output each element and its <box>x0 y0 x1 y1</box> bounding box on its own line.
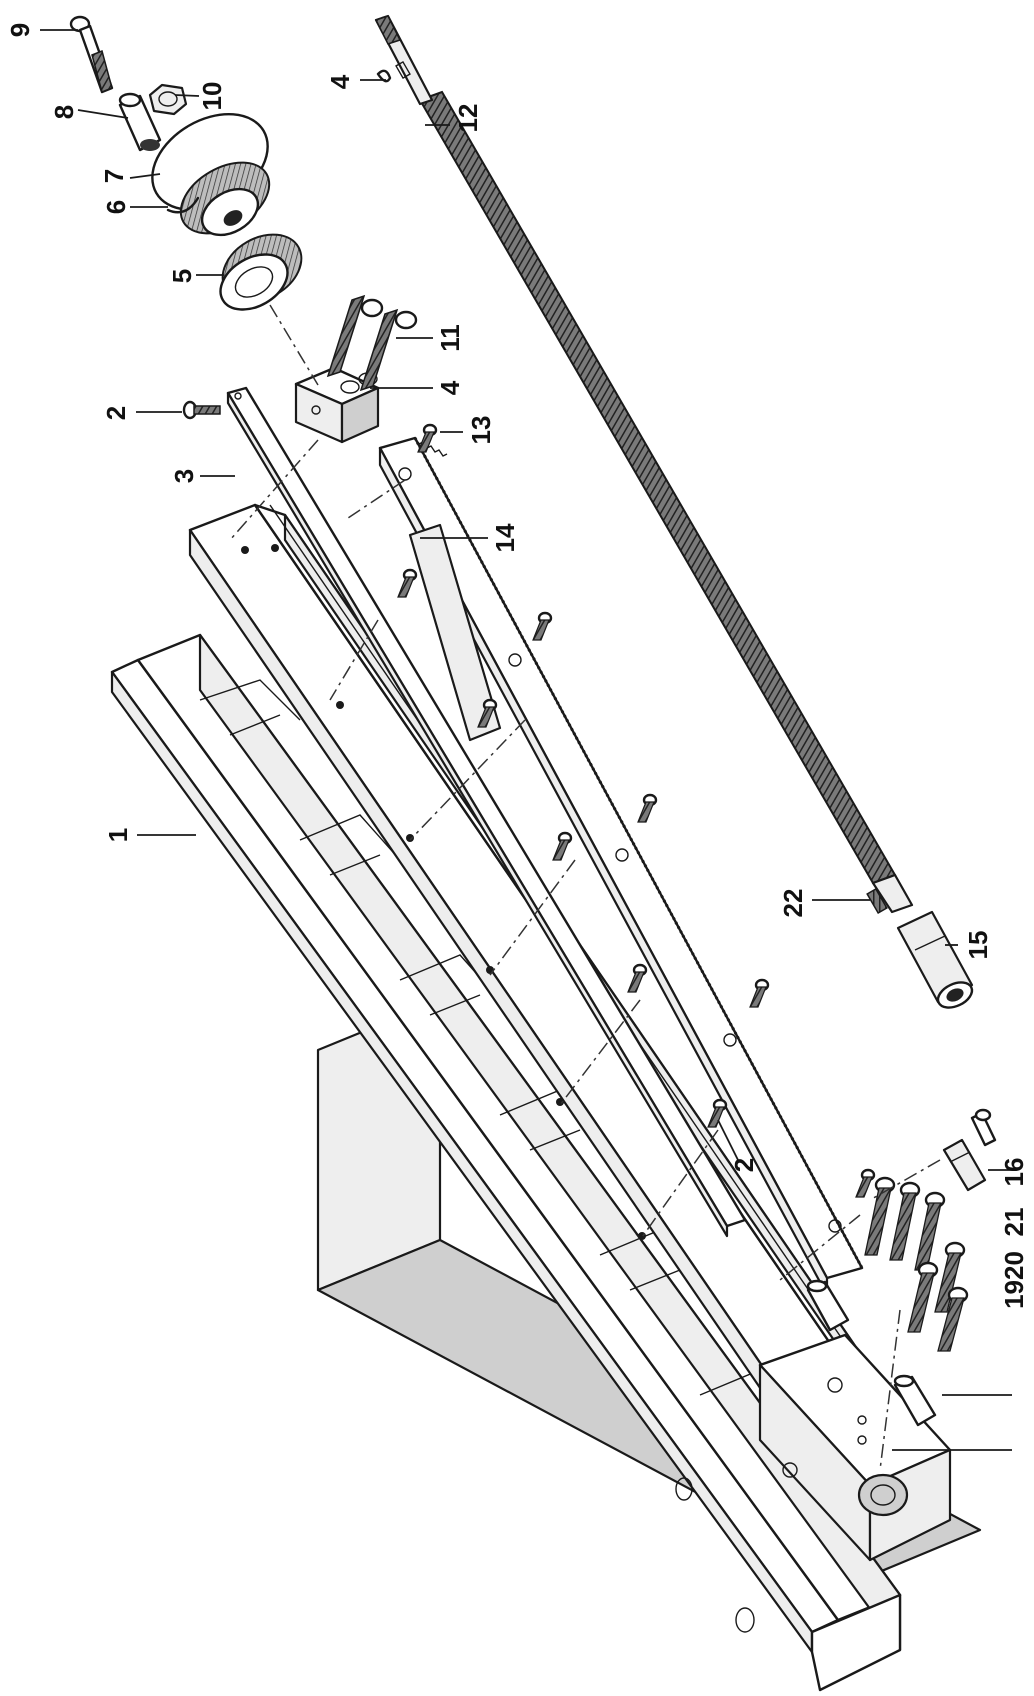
label-part-10: 9 <box>5 23 35 37</box>
label-part-17: 16 <box>999 1158 1029 1187</box>
label-part-11: 10 <box>197 82 227 111</box>
coupling-part-16 <box>896 910 974 1009</box>
label-part-1920: 1920 <box>999 1251 1029 1309</box>
label-part-3: 3 <box>169 469 199 483</box>
label-part-15: 14 <box>490 523 520 552</box>
knurled-ring-part-6 <box>219 233 303 311</box>
dowel-pins <box>806 1279 937 1427</box>
pin-part-17 <box>942 1108 997 1192</box>
guide-strip-part-3 <box>226 386 747 1238</box>
handle-sleeve-part-9 <box>118 92 162 152</box>
label-part-22: 22 <box>778 889 808 918</box>
clamp-lever-part-7 <box>166 196 200 214</box>
leader-lines <box>40 29 1012 1451</box>
label-part-5: 4 <box>325 74 355 89</box>
screws-part-14 <box>397 423 876 1198</box>
label-part-12: 11 <box>435 324 465 352</box>
label-part-7: 6 <box>101 200 131 214</box>
label-part-13: 12 <box>453 104 483 133</box>
label-part-2-lower: 2 <box>729 1158 759 1172</box>
cap-screws-part-19-20-21 <box>864 1176 969 1352</box>
label-part-2-upper: 2 <box>101 406 131 420</box>
assembly-center-lines <box>229 304 941 1471</box>
toothed-rack-part-15 <box>378 436 864 1297</box>
label-part-9: 8 <box>49 105 79 119</box>
base-rail-part-1 <box>110 633 982 1692</box>
handwheel-part-8 <box>151 113 271 237</box>
label-part-21: 21 <box>999 1208 1029 1237</box>
label-part-8: 7 <box>99 169 129 183</box>
cap-screws-part-12 <box>326 294 418 392</box>
part-labels: 9 8 7 6 5 10 4 12 11 4 2 3 13 14 1 22 15… <box>5 23 1029 1309</box>
label-part-4: 4 <box>435 380 465 395</box>
nut-part-11 <box>148 83 188 116</box>
handle-bolt-part-10 <box>69 15 114 94</box>
label-part-6: 5 <box>167 269 197 283</box>
screw-part-2 <box>182 400 221 420</box>
key-part-22 <box>866 887 888 915</box>
label-part-16: 15 <box>963 931 993 960</box>
lead-screw-part-13 <box>374 14 914 914</box>
label-part-14: 13 <box>466 416 496 445</box>
bearing-block-part-4 <box>294 366 380 444</box>
label-part-1: 1 <box>103 828 133 842</box>
